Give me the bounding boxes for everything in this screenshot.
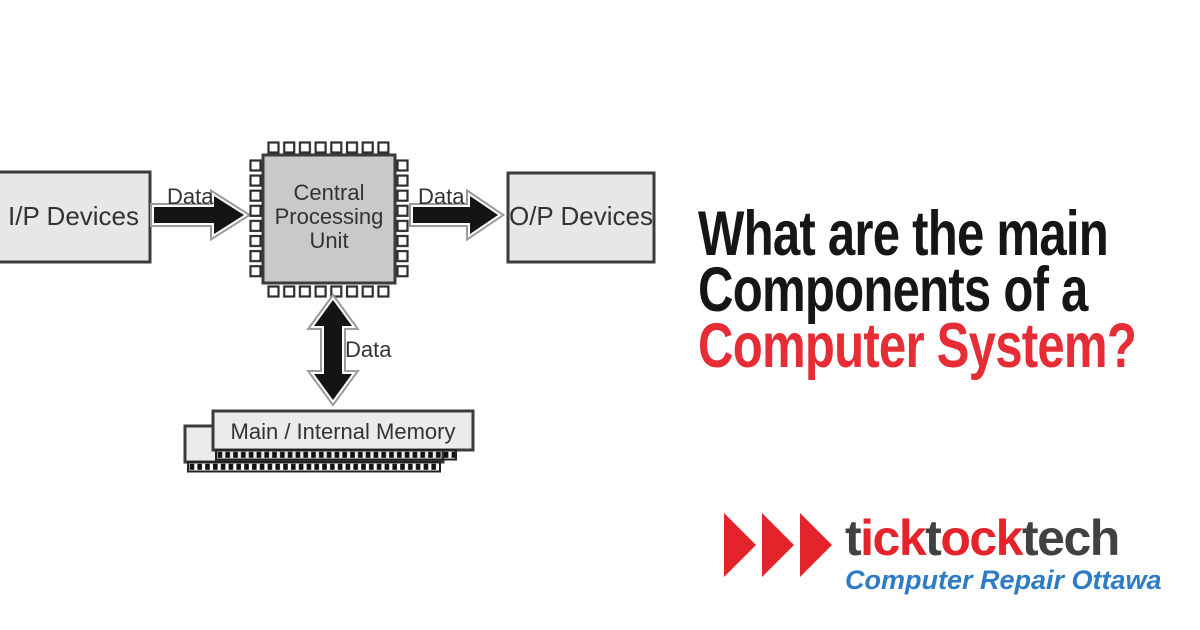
double-arrow-icon [314,300,352,400]
cpu-chip: Central Processing Unit [249,141,409,298]
right-arrow-icon [154,196,244,234]
right-arrow-icon [413,196,498,234]
wordmark-segment: ock [940,510,1023,566]
headline-line-1: What are the main [698,199,1109,269]
logo-text-block: ticktocktech Computer Repair Ottawa [845,512,1162,596]
ticktocktech-logo: ticktocktech Computer Repair Ottawa [723,512,1162,596]
cpu-pins-left [249,159,262,279]
logo-tagline: Computer Repair Ottawa [845,565,1162,595]
input-devices-label: I/P Devices [8,201,139,231]
wordmark-segment: tech [1022,510,1120,566]
computer-architecture-diagram: I/P Devices Data Central Processing Unit… [0,141,656,473]
play-triangle-icon [800,513,832,577]
data-arrow-cpu-memory: Data [306,293,392,407]
cpu-label-line1: Central [294,180,365,205]
data-arrow-input-to-cpu: Data [150,184,252,242]
play-triangle-icon [724,513,756,577]
headline-line-2: Components of a [698,255,1088,325]
wordmark-segment: t [925,510,942,566]
logo-triangles-icon [724,513,832,577]
cpu-pins-top [267,141,392,154]
wordmark-segment: t [845,510,862,566]
memory-front-pins [215,449,457,461]
memory-front-rect [211,409,475,452]
wordmark-segment: ick [860,510,927,566]
cpu-pins-right [396,159,409,279]
input-devices-box: I/P Devices [0,170,152,264]
cpu-body-rect [261,153,397,285]
output-devices-box: O/P Devices [506,171,656,264]
logo-wordmark: ticktocktech [845,512,1162,564]
data-arrow-cpu-to-output: Data [409,184,506,242]
cpu-pins-bottom [267,285,392,298]
data-label-input: Data [167,184,214,209]
headline-line-3: Computer System? [698,311,1137,381]
cpu-label-line3: Unit [309,228,348,253]
play-triangle-icon [762,513,794,577]
cpu-label-line2: Processing [275,204,384,229]
data-label-memory: Data [345,337,392,362]
data-label-output: Data [418,184,465,209]
memory-modules: Main / Internal Memory [183,409,475,473]
memory-label: Main / Internal Memory [231,419,456,444]
memory-back-pins [187,461,441,473]
headline: What are the main Components of a Comput… [698,199,1137,381]
output-devices-label: O/P Devices [509,201,653,231]
output-devices-rect [506,171,656,264]
